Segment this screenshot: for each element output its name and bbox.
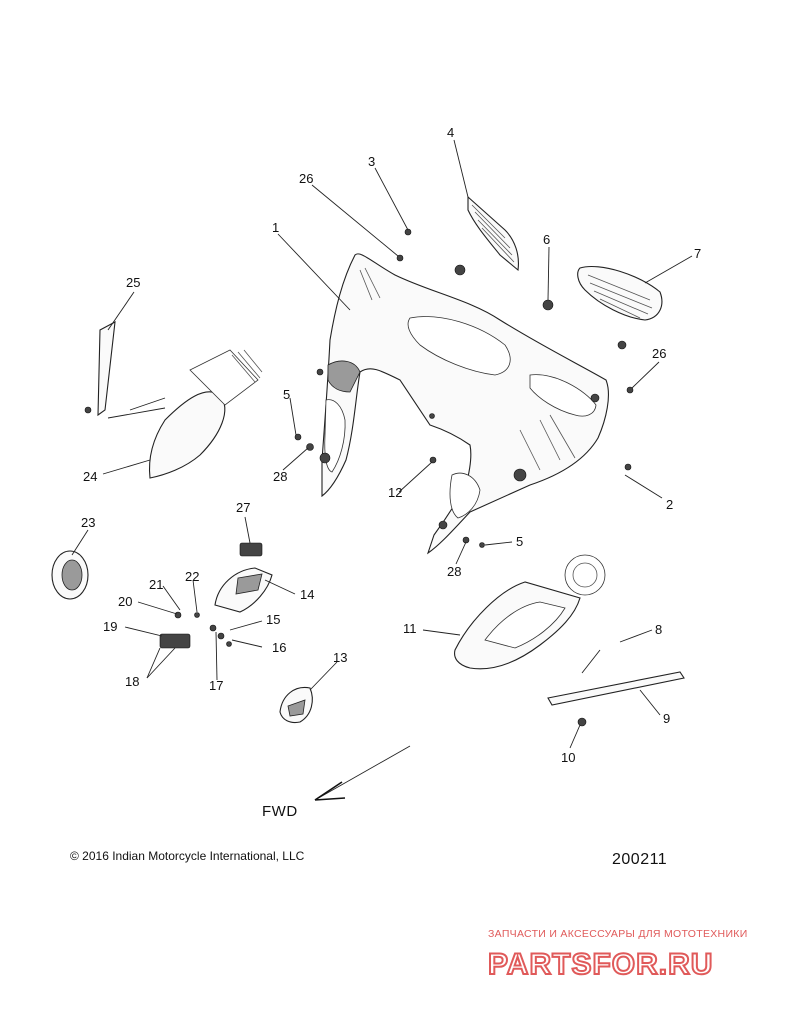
callout-20: 20	[118, 594, 132, 609]
callout-19: 19	[103, 619, 117, 634]
callout-11: 11	[403, 621, 417, 636]
callout-8: 8	[655, 622, 662, 637]
watermark-logo-text: PARTSFOR.RU	[488, 948, 713, 980]
watermark-tagline: ЗАПЧАСТИ И АКСЕССУАРЫ ДЛЯ МОТОТЕХНИКИ	[488, 928, 748, 940]
callout-28b: 28	[447, 564, 461, 579]
left-mount-part	[214, 542, 273, 613]
callout-23: 23	[81, 515, 95, 530]
callout-3: 3	[368, 154, 375, 169]
callout-7: 7	[694, 246, 701, 261]
large-grille-part	[577, 266, 663, 321]
hardware-group	[159, 611, 232, 649]
copyright-notice: © 2016 Indian Motorcycle International, …	[70, 849, 305, 863]
watermark-logo: PARTSFOR.RU	[488, 947, 713, 980]
left-bracket-part	[84, 321, 263, 479]
leader-lines	[71, 139, 693, 749]
callout-12: 12	[388, 485, 402, 500]
callout-18: 18	[125, 674, 139, 689]
callout-28a: 28	[273, 469, 287, 484]
callout-4: 4	[447, 125, 454, 140]
forward-direction-label: FWD	[262, 803, 298, 820]
callout-5a: 5	[283, 387, 290, 402]
callout-9: 9	[663, 711, 670, 726]
callout-5b: 5	[516, 534, 523, 549]
callout-26b: 26	[652, 346, 666, 361]
callout-25: 25	[126, 275, 140, 290]
fasteners	[294, 228, 634, 548]
callout-17: 17	[209, 678, 223, 693]
callout-labels: 1 2 3 4 5 5 6 7 8 9 10 11 12 13 14 15 16…	[81, 125, 701, 765]
callout-16: 16	[272, 640, 286, 655]
callout-13: 13	[333, 650, 347, 665]
callout-14: 14	[300, 587, 314, 602]
callout-6: 6	[543, 232, 550, 247]
right-cap-part	[279, 686, 313, 724]
right-lower-assembly-part	[454, 554, 685, 727]
left-cap-part	[51, 550, 89, 600]
callout-24: 24	[83, 469, 97, 484]
callout-1: 1	[272, 220, 279, 235]
forward-arrow	[314, 745, 411, 801]
callout-26a: 26	[299, 171, 313, 186]
callout-10: 10	[561, 750, 575, 765]
callout-21: 21	[149, 577, 163, 592]
callout-2: 2	[666, 497, 673, 512]
callout-15: 15	[266, 612, 280, 627]
inner-fairing-part	[316, 253, 609, 555]
callout-27: 27	[236, 500, 250, 515]
callout-22: 22	[185, 569, 199, 584]
diagram-code: 200211	[612, 851, 668, 868]
small-grille-part	[467, 195, 519, 272]
